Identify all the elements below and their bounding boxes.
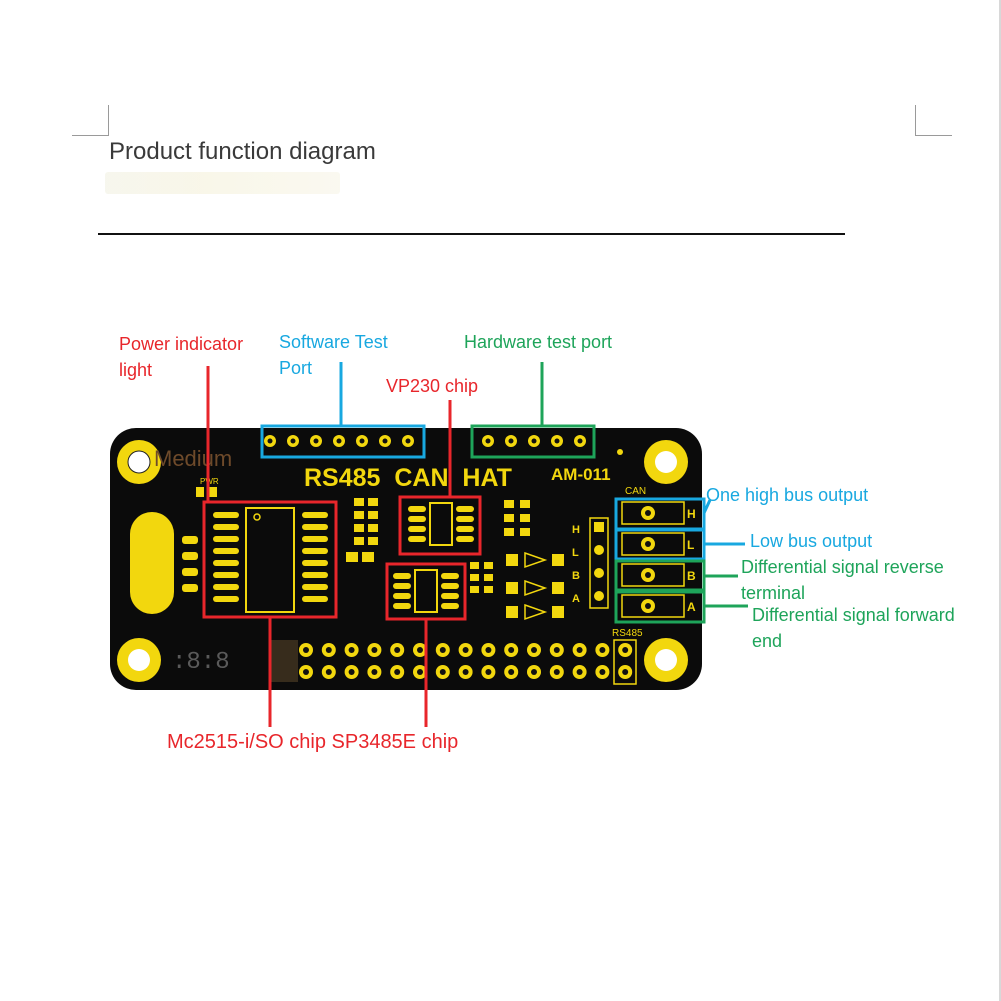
gpio-pin-hole bbox=[599, 647, 606, 653]
gpio-header bbox=[299, 639, 637, 685]
terminal-b bbox=[621, 563, 685, 587]
middle-smd-components bbox=[346, 498, 530, 593]
gpio-pin-hole bbox=[394, 669, 401, 675]
gpio-pin-hole bbox=[576, 669, 583, 675]
gpio-pin-hole bbox=[417, 669, 423, 675]
silk-l-right: L bbox=[687, 538, 694, 552]
gpio-pin-hole bbox=[531, 669, 537, 675]
mounting-hole-top-left bbox=[117, 440, 161, 484]
gpio-pin-hole bbox=[508, 647, 515, 653]
gpio-pin-hole bbox=[348, 647, 355, 653]
diff-reverse-label: Differential signal reverse terminal bbox=[741, 557, 944, 603]
silk-b-right: B bbox=[687, 569, 696, 583]
one-high-bus-output-label: One high bus output bbox=[706, 485, 869, 505]
vp230-chip bbox=[408, 502, 474, 546]
screw-terminals bbox=[621, 501, 685, 618]
hlba-header bbox=[589, 517, 609, 609]
mcp2515-chip bbox=[213, 507, 328, 613]
software-test-port-box bbox=[260, 424, 426, 459]
gpio-pin-hole bbox=[553, 669, 560, 675]
hardware-test-port-pins bbox=[482, 435, 586, 447]
power-led-pads bbox=[196, 487, 217, 497]
software-test-port-pins bbox=[264, 435, 414, 447]
title-rule bbox=[98, 233, 845, 235]
left-smd-pads bbox=[182, 536, 198, 592]
gpio-pin-hole bbox=[439, 647, 446, 653]
gpio-pin-hole bbox=[348, 669, 355, 675]
gpio-pin-hole bbox=[599, 669, 606, 675]
silk-l-left: L bbox=[572, 547, 579, 559]
silk-can: CAN bbox=[625, 486, 646, 497]
gpio-pin-hole bbox=[622, 669, 629, 675]
gpio-pin-hole bbox=[485, 647, 492, 653]
crop-mark-top-left bbox=[72, 105, 109, 136]
mounting-hole-bottom-left bbox=[117, 638, 161, 682]
gpio-pin-hole bbox=[485, 669, 492, 675]
gpio-pin-hole bbox=[303, 647, 309, 653]
medium-overlay-text: Medium bbox=[154, 446, 232, 471]
hardware-test-port-box bbox=[470, 424, 596, 459]
software-test-port-label: Software Test Port bbox=[279, 332, 388, 378]
blurred-subtitle bbox=[105, 172, 340, 194]
terminal-a bbox=[621, 594, 685, 618]
gpio-pin-hole bbox=[462, 647, 469, 653]
silk-rs485: RS485 bbox=[612, 628, 643, 639]
gpio-pin-hole bbox=[508, 669, 515, 675]
one-high-bus-leader bbox=[702, 499, 712, 514]
segment-overlay-text: :8:8 bbox=[172, 649, 230, 676]
silk-b-left: B bbox=[572, 570, 580, 582]
bottom-chips-label: Mc2515-i/SO chip SP3485E chip bbox=[167, 731, 459, 753]
gpio-pin-hole bbox=[576, 647, 583, 653]
page-title: Product function diagram bbox=[109, 138, 376, 165]
mounting-hole-top-right bbox=[644, 440, 688, 484]
low-bus-output-label: Low bus output bbox=[750, 531, 873, 551]
gpio-pin-hole bbox=[439, 669, 446, 675]
gpio-pin-hole bbox=[417, 647, 423, 653]
vp230-chip-label: VP230 chip bbox=[386, 376, 479, 396]
silk-h-left: H bbox=[572, 524, 580, 536]
vp230-highlight-box bbox=[398, 495, 482, 556]
gpio-pin-hole bbox=[531, 647, 537, 653]
terminal-h bbox=[621, 501, 685, 525]
mounting-hole-bottom-right bbox=[644, 638, 688, 682]
crop-mark-top-right bbox=[915, 105, 952, 136]
gpio-pin-hole bbox=[462, 669, 469, 675]
gpio-pin-hole bbox=[553, 647, 560, 653]
gpio-pin-hole bbox=[325, 647, 332, 653]
gpio-pin-hole bbox=[622, 647, 629, 653]
gpio-pin-hole bbox=[394, 647, 401, 653]
gpio-pin-hole bbox=[325, 669, 332, 675]
gpio-pin-hole bbox=[303, 669, 309, 675]
gpio-pin-hole bbox=[371, 669, 378, 675]
pcb-board: PWR Medium RS485 CAN HAT AM-011 bbox=[110, 428, 702, 690]
power-indicator-label: Power indicator light bbox=[119, 334, 244, 380]
via-dot bbox=[617, 449, 623, 455]
silk-a-right: A bbox=[687, 600, 696, 614]
oval-slot bbox=[130, 512, 174, 614]
diff-forward-label: Differential signal forward end bbox=[752, 605, 955, 651]
gpio-pin1-marker bbox=[613, 639, 637, 685]
silk-a-left: A bbox=[572, 593, 580, 605]
gpio-pin-hole bbox=[371, 647, 378, 653]
hardware-test-port-label: Hardware test port bbox=[464, 332, 613, 352]
blurred-overlay bbox=[270, 640, 298, 682]
sp3485e-chip bbox=[393, 569, 459, 613]
terminal-l bbox=[621, 532, 685, 556]
board-model-silk: AM-011 bbox=[551, 465, 611, 484]
board-name-silk: RS485 CAN HAT bbox=[304, 464, 512, 492]
silk-h-right: H bbox=[687, 507, 696, 521]
tvs-diodes bbox=[506, 551, 564, 621]
